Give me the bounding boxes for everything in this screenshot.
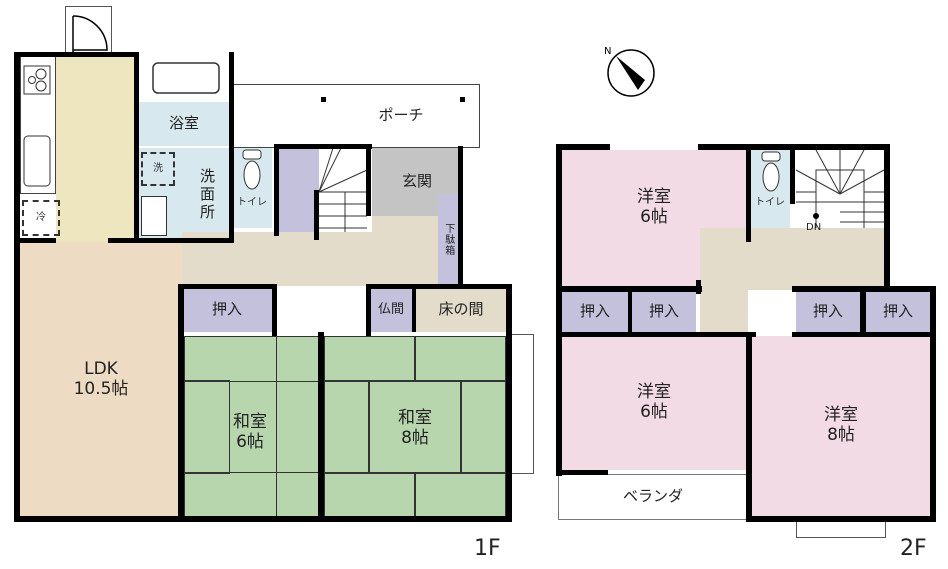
wall [272,284,277,336]
wall [628,292,632,332]
wall [178,284,184,518]
porch-post [460,97,465,102]
wall [790,144,795,204]
wall [746,516,936,522]
room-butsuma: 仏間 [370,288,412,332]
svg-text:N: N [604,46,611,57]
room-name: LDK [84,359,118,380]
hallway-1f-step [372,216,438,236]
tatami-mat [184,380,230,474]
room-size: 10.5帖 [73,379,129,399]
room-entrance: 玄関 [372,148,462,216]
tatami-mat [324,472,416,518]
wall [556,286,702,292]
wall [274,144,372,149]
tatami-mat [276,336,320,518]
wall [14,52,134,57]
wall [884,144,890,292]
porch-post [321,97,326,102]
closet-2f-2: 押入 [632,292,696,332]
bay-window [510,334,534,474]
wall [506,284,512,336]
wall [930,286,936,520]
closet-2f-3: 押入 [796,292,860,332]
wall [556,144,610,150]
sink-icon [23,135,51,187]
stairs-1f [319,148,367,240]
stove-icon [23,65,51,95]
wall [134,52,139,242]
room-washitsu-6 [184,336,320,518]
stairs-icon [318,147,368,243]
wall [412,288,416,332]
closet-2f-1: 押入 [562,292,628,332]
room-tokonoma: 床の間 [416,288,506,332]
wall [746,332,752,522]
fridge-space: 冷 [22,200,60,236]
wall [366,144,371,216]
tatami-mat [460,380,506,474]
room-bath: 浴室 [139,102,229,146]
wall [274,144,279,236]
wall [14,52,20,522]
closet-1f: 押入 [182,288,272,332]
wall [792,286,936,292]
wall [20,238,56,243]
wall [314,190,319,240]
wall [556,470,608,475]
tatami-mat [324,380,370,474]
stairs-down-label: DN [806,222,822,233]
wall [229,52,234,240]
door-swing-icon [72,15,108,54]
wall [860,292,866,332]
toilet-icon [761,151,781,192]
wall [14,516,512,522]
floor-label-2f: 2F [900,536,927,561]
washer-space: 洗 [141,152,175,186]
wall [108,238,234,243]
tatami-mat [414,472,506,518]
under-stair-storage [277,148,319,236]
stairs-icon [795,149,885,241]
wall [458,146,463,288]
toilet-icon [242,149,262,190]
wall [506,330,512,522]
floor-label-1f: 1F [474,536,501,561]
wall [746,144,751,242]
veranda: ベランダ [558,474,748,520]
wall [366,284,371,336]
wall [318,332,324,518]
kitchen [56,56,134,242]
hallway-2f-lower [700,288,748,332]
wall [556,144,562,476]
compass-north-icon: N [604,46,655,97]
hallway-2f [700,228,884,290]
wall [366,284,512,289]
bathtub-icon [152,62,220,94]
shoe-box: 下駄箱 [438,194,458,284]
porch: ポーチ [232,84,480,148]
tatami-mat [414,336,506,382]
wall [792,332,936,337]
wall [178,284,276,289]
wall [556,332,756,337]
wash-basin [141,196,167,236]
tatami-mat [324,336,416,382]
closet-2f-4: 押入 [866,292,930,332]
